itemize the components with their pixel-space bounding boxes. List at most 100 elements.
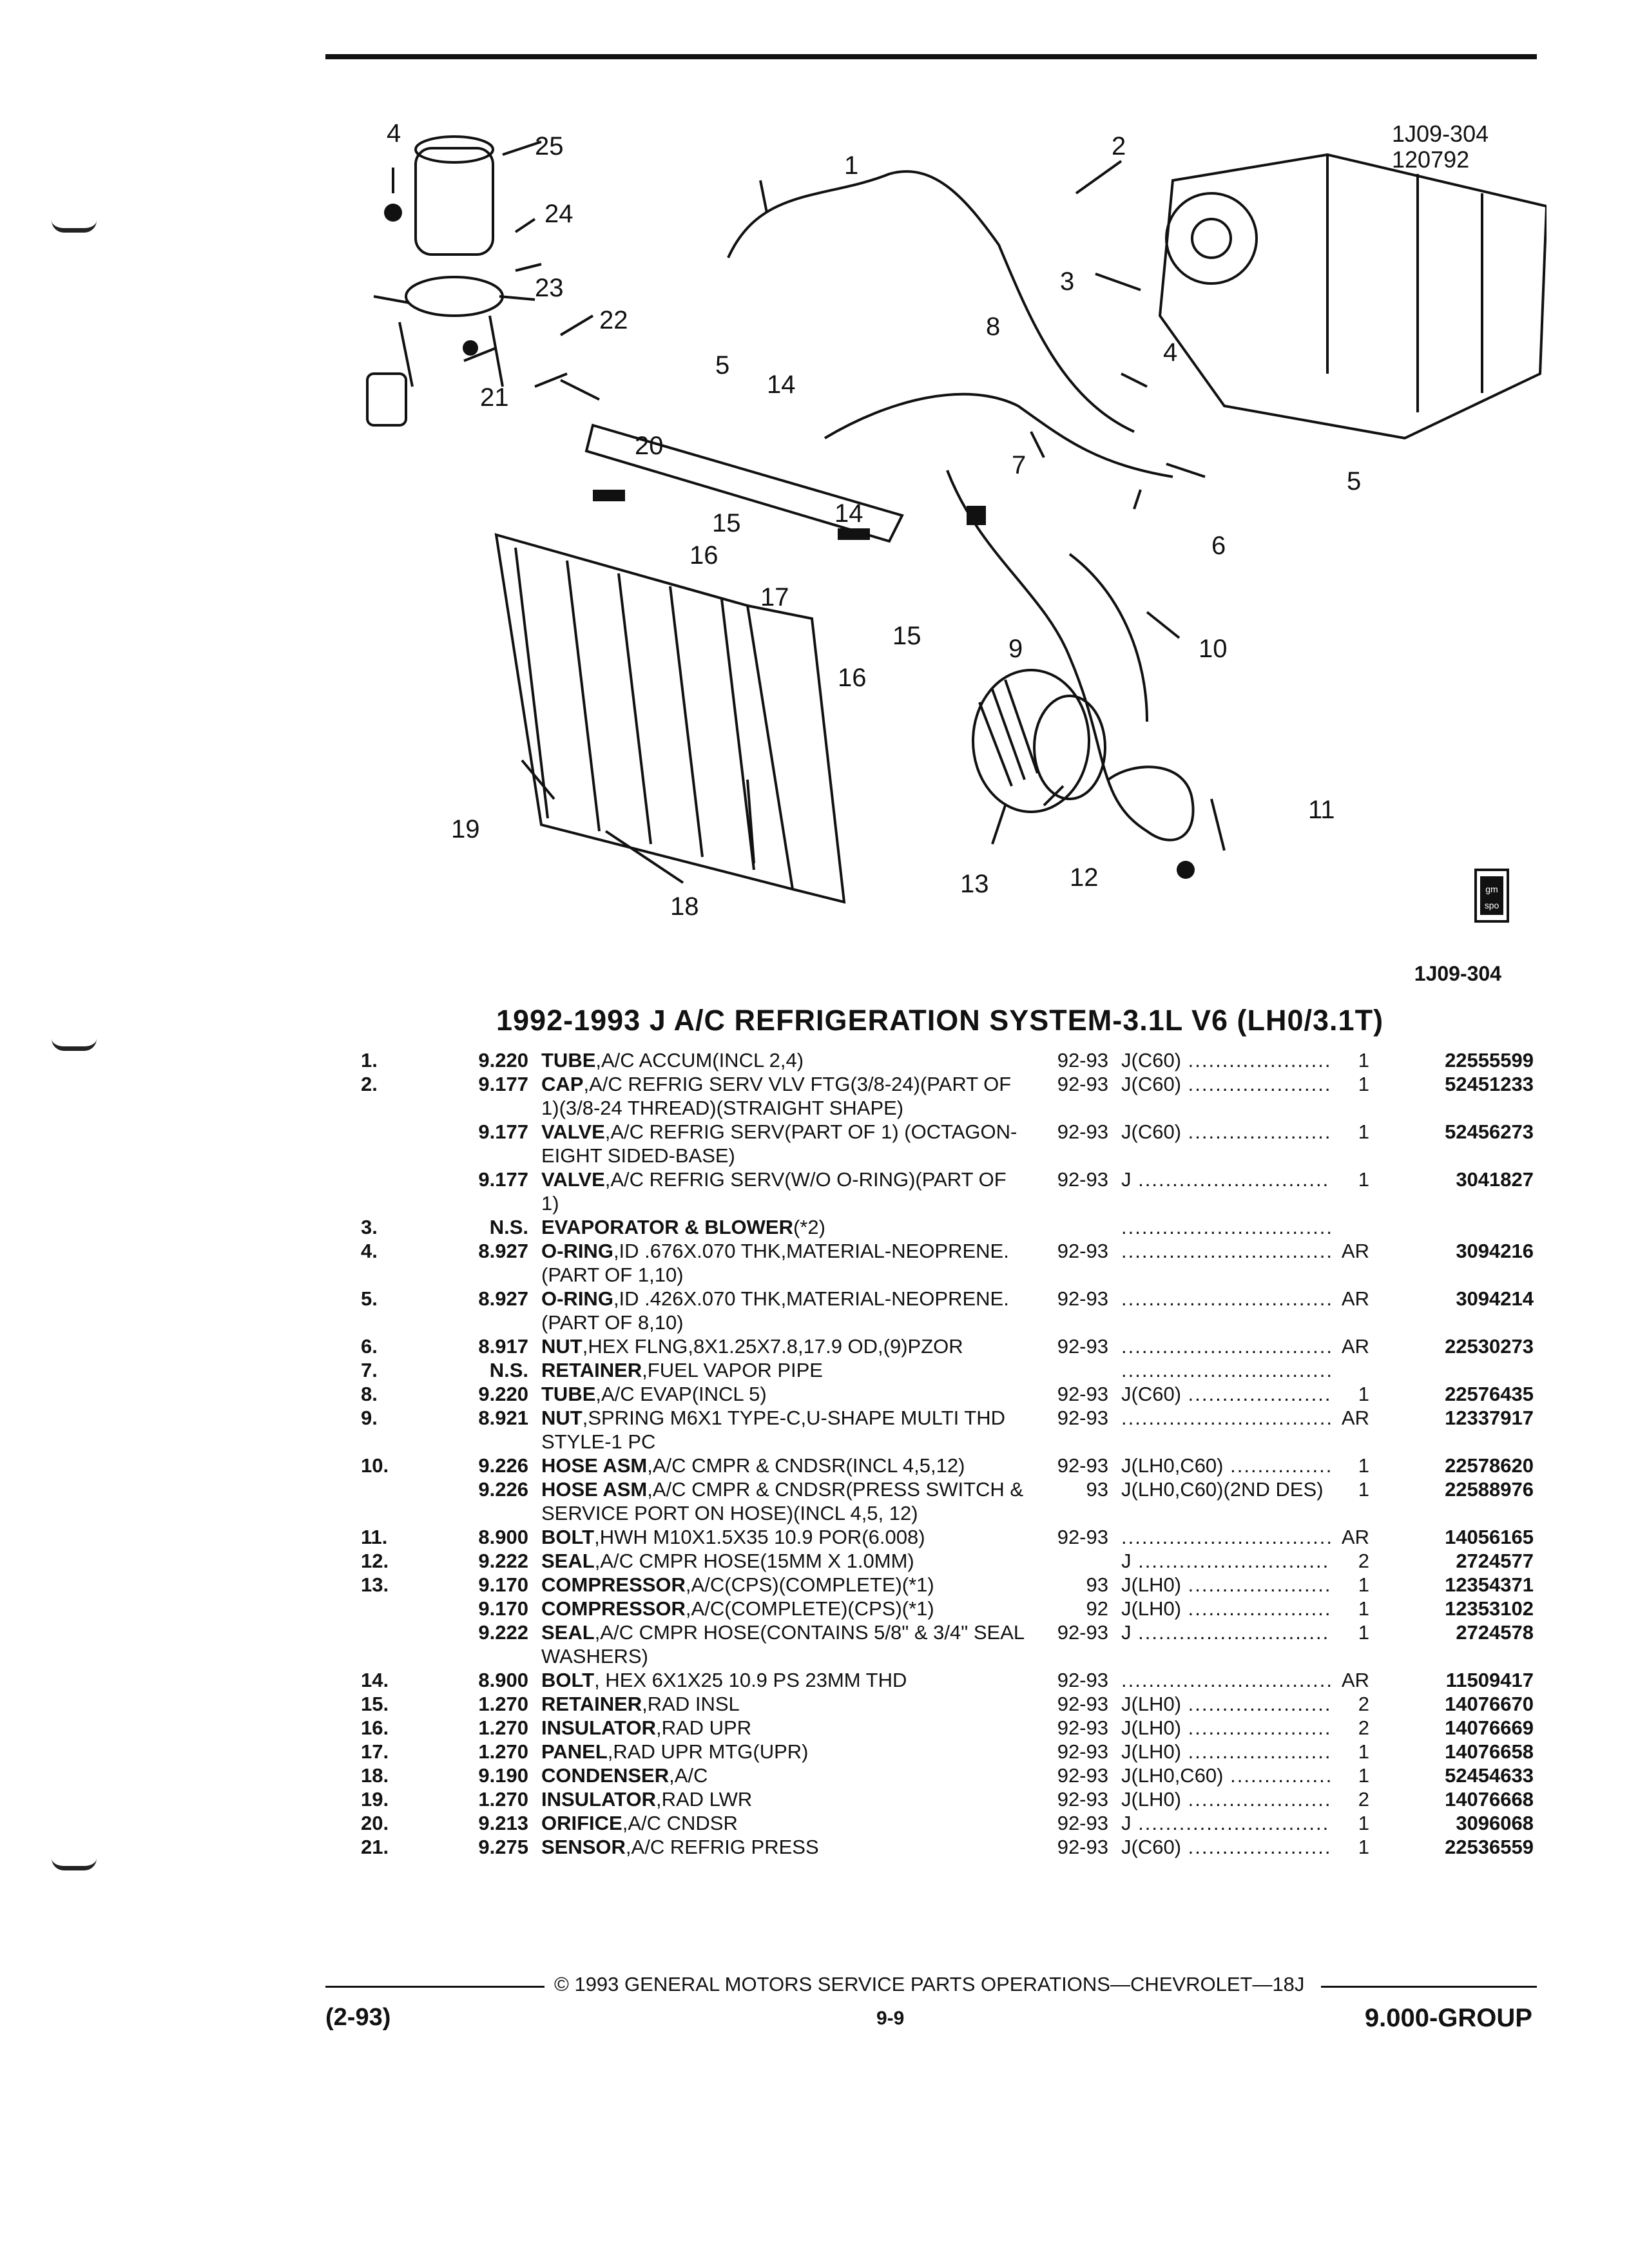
part-number: 11509417 <box>1445 1669 1534 1691</box>
callout-24: 24 <box>545 200 574 228</box>
callout-4b: 4 <box>1163 338 1177 367</box>
item-description: RETAINER,RAD INSL <box>541 1692 1031 1716</box>
item-name: EVAPORATOR & BLOWER <box>541 1216 793 1238</box>
item-description: RETAINER,FUEL VAPOR PIPE <box>541 1358 1031 1382</box>
quantity: 1 <box>1358 1120 1369 1143</box>
item-detail: ,A/C REFRIG SERV(PART OF 1) (OCTAGON-EIG… <box>541 1120 1017 1167</box>
callout-15: 15 <box>712 509 741 537</box>
part-number: 52456273 <box>1445 1120 1534 1143</box>
group-number: 8.927 <box>478 1240 528 1262</box>
item-description: TUBE,A/C EVAP(INCL 5) <box>541 1382 1031 1406</box>
part-number: 14076670 <box>1445 1693 1534 1715</box>
group-number: 8.917 <box>478 1335 528 1358</box>
item-detail: (*2) <box>793 1216 825 1238</box>
series-code: J(LH0) <box>1121 1716 1331 1740</box>
item-description: TUBE,A/C ACCUM(INCL 2,4) <box>541 1048 1031 1072</box>
quantity: 1 <box>1358 1073 1369 1095</box>
item-number: 1. <box>361 1049 378 1072</box>
callout-16b: 16 <box>838 664 867 692</box>
part-number: 22530273 <box>1445 1335 1534 1358</box>
group-number: 1.270 <box>478 1788 528 1811</box>
group-number: 1.270 <box>478 1693 528 1715</box>
model-year: 93 <box>1086 1573 1108 1596</box>
quantity: AR <box>1341 1407 1369 1429</box>
item-description: SENSOR,A/C REFRIG PRESS <box>541 1835 1031 1859</box>
item-detail: ,A/C CMPR & CNDSR(INCL 4,5,12) <box>647 1454 965 1477</box>
item-name: BOLT <box>541 1526 595 1548</box>
group-number: 9.213 <box>478 1812 528 1834</box>
model-year: 93 <box>1086 1478 1108 1501</box>
part-number: 22536559 <box>1445 1836 1534 1858</box>
item-description: HOSE ASM,A/C CMPR & CNDSR(PRESS SWITCH &… <box>541 1477 1031 1525</box>
footer-rule-left <box>325 1986 545 1988</box>
item-description: PANEL,RAD UPR MTG(UPR) <box>541 1740 1031 1763</box>
item-number: 2. <box>361 1073 378 1095</box>
item-detail: ,RAD LWR <box>655 1788 753 1811</box>
item-number: 13. <box>361 1573 389 1596</box>
quantity: 1 <box>1358 1812 1369 1834</box>
series-code: J(LH0,C60) <box>1121 1454 1331 1477</box>
item-description: COMPRESSOR,A/C(COMPLETE)(CPS)(*1) <box>541 1597 1031 1620</box>
item-number: 6. <box>361 1335 378 1358</box>
quantity: 1 <box>1358 1764 1369 1787</box>
item-name: NUT <box>541 1407 583 1429</box>
item-detail: ,A/C CMPR & CNDSR(PRESS SWITCH & SERVICE… <box>541 1478 1024 1524</box>
callout-10: 10 <box>1199 635 1228 663</box>
item-name: CAP <box>541 1073 584 1095</box>
group-number: 9.190 <box>478 1764 528 1787</box>
page-title: 1992-1993 J A/C REFRIGERATION SYSTEM-3.1… <box>496 1004 1384 1037</box>
quantity: AR <box>1341 1669 1369 1691</box>
model-year: 92-93 <box>1057 1383 1108 1405</box>
part-number: 22588976 <box>1445 1478 1534 1501</box>
item-detail: ,RAD UPR MTG(UPR) <box>607 1740 809 1763</box>
item-detail: ,A/C ACCUM(INCL 2,4) <box>595 1049 804 1072</box>
part-number: 22578620 <box>1445 1454 1534 1477</box>
part-number: 2724578 <box>1456 1621 1534 1644</box>
parts-row: 7.N.S.RETAINER,FUEL VAPOR PIPE <box>361 1358 1537 1382</box>
item-detail: ,ID .426X.070 THK,MATERIAL-NEOPRENE.(PAR… <box>541 1287 1009 1334</box>
item-number: 9. <box>361 1407 378 1429</box>
item-number: 18. <box>361 1764 389 1787</box>
quantity: 1 <box>1358 1836 1369 1858</box>
item-number: 3. <box>361 1216 378 1238</box>
item-name: NUT <box>541 1335 583 1358</box>
item-detail: ,A/C EVAP(INCL 5) <box>595 1383 767 1405</box>
item-number: 14. <box>361 1669 389 1691</box>
quantity: 1 <box>1358 1740 1369 1763</box>
item-number: 16. <box>361 1716 389 1739</box>
exploded-parts-diagram: 4 25 24 23 22 21 20 5 14 14 15 16 17 15 … <box>366 119 1547 923</box>
series-code: J(LH0) <box>1121 1692 1331 1716</box>
quantity: 1 <box>1358 1573 1369 1596</box>
series-code: J(LH0) <box>1121 1573 1331 1597</box>
model-year: 92-93 <box>1057 1740 1108 1763</box>
copyright: © 1993 GENERAL MOTORS SERVICE PARTS OPER… <box>554 1973 1305 1995</box>
group-number: 8.900 <box>478 1526 528 1548</box>
series-code: J(C60) <box>1121 1048 1331 1072</box>
callout-16: 16 <box>689 541 718 570</box>
item-detail: ,A/C <box>669 1764 708 1787</box>
series-code: J(LH0) <box>1121 1597 1331 1620</box>
item-detail: ,A/C REFRIG SERV(W/O O-RING)(PART OF 1) <box>541 1168 1007 1215</box>
callout-2: 2 <box>1112 132 1126 160</box>
quantity: AR <box>1341 1240 1369 1262</box>
parts-list: 1. 9.220 TUBE,A/C ACCUM(INCL 2,4) 92-93 J(C6… <box>361 1048 1537 1859</box>
model-year: 92 <box>1086 1597 1108 1620</box>
group-number: 9.220 <box>478 1383 528 1405</box>
item-description: VALVE,A/C REFRIG SERV(PART OF 1) (OCTAGO… <box>541 1120 1031 1168</box>
svg-text:gm: gm <box>1485 884 1498 894</box>
item-name: VALVE <box>541 1168 605 1191</box>
part-number: 22555599 <box>1445 1049 1534 1072</box>
item-description: VALVE,A/C REFRIG SERV(W/O O-RING)(PART O… <box>541 1168 1031 1215</box>
model-year: 92-93 <box>1057 1049 1108 1072</box>
group-number: 9.222 <box>478 1550 528 1572</box>
group-number: 8.927 <box>478 1287 528 1310</box>
gm-spo-logo: gm spo <box>1474 869 1509 923</box>
item-number: 17. <box>361 1740 389 1763</box>
top-rule <box>325 54 1537 59</box>
